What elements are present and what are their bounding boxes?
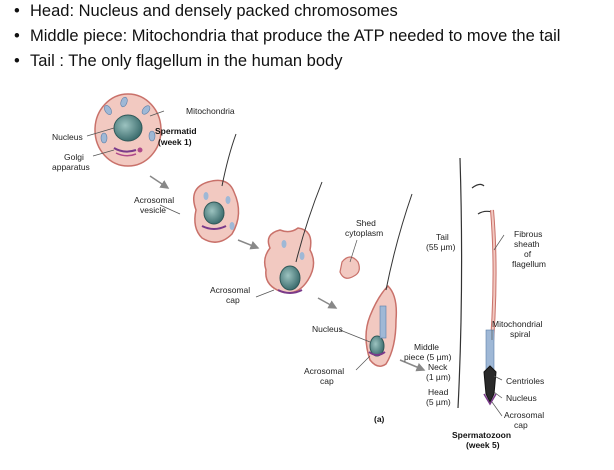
label-golgi: Golgi xyxy=(64,152,84,162)
label-acrosomal-cap-2b: cap xyxy=(320,376,334,386)
label-head-length: (5 µm) xyxy=(426,397,451,407)
label-mitochondria: Mitochondria xyxy=(186,106,235,116)
bullet-text: Tail : The only flagellum in the human b… xyxy=(30,52,343,70)
bullet-middle-piece: • Middle piece: Mitochondria that produce… xyxy=(14,27,560,46)
bullet-dot: • xyxy=(14,27,20,45)
label-spermatid-week: (week 1) xyxy=(158,137,192,147)
label-of: of xyxy=(524,249,532,259)
label-panel-a: (a) xyxy=(374,414,385,424)
label-shed-cytoplasm: cytoplasm xyxy=(345,228,383,238)
label-spermatozoon-week: (week 5) xyxy=(466,440,500,450)
bullet-head: • Head: Nucleus and densely packed chromo… xyxy=(14,2,398,21)
label-nucleus-1: Nucleus xyxy=(52,132,83,142)
stage-arrows xyxy=(149,175,426,372)
label-acrosomal-cap-3: Acrosomal xyxy=(504,410,544,420)
bullet-text: Middle piece: Mitochondria that produce … xyxy=(30,27,561,45)
late-spermatid xyxy=(365,193,413,367)
label-middle-piece: piece (5 µm) xyxy=(404,352,452,362)
label-acrosomal-cap-1b: cap xyxy=(226,295,240,305)
label-nucleus-2: Nucleus xyxy=(312,324,343,334)
label-spermatozoon: Spermatozoon xyxy=(452,430,511,440)
label-tail: Tail xyxy=(436,232,449,242)
label-acrosomal-vesicle-2: vesicle xyxy=(140,205,166,215)
leader-lines xyxy=(86,110,505,417)
early-acrosome-cell xyxy=(193,133,240,243)
label-middle: Middle xyxy=(414,342,439,352)
bullet-tail: • Tail : The only flagellum in the human … xyxy=(14,52,342,71)
label-mitochondrial: Mitochondrial xyxy=(492,319,543,329)
label-neck: Neck xyxy=(428,362,448,372)
bullet-list: • Head: Nucleus and densely packed chromo… xyxy=(0,0,614,80)
spermatid-cell xyxy=(94,93,162,167)
label-acrosomal-cap-2: Acrosomal xyxy=(304,366,344,376)
label-acrosomal-vesicle: Acrosomal xyxy=(134,195,174,205)
bullet-dot: • xyxy=(14,52,20,70)
label-fibrous: Fibrous xyxy=(514,229,542,239)
label-spermatid: Spermatid xyxy=(155,126,197,136)
label-shed: Shed xyxy=(356,218,376,228)
label-spiral: spiral xyxy=(510,329,530,339)
bullet-dot: • xyxy=(14,2,20,20)
label-centrioles: Centrioles xyxy=(506,376,544,386)
label-nucleus-3: Nucleus xyxy=(506,393,537,403)
spermatozoon xyxy=(457,157,497,409)
label-sheath: sheath xyxy=(514,239,540,249)
label-acrosomal-cap-3b: cap xyxy=(514,420,528,430)
bullet-text: Head: Nucleus and densely packed chromos… xyxy=(30,2,398,20)
label-acrosomal-cap-1: Acrosomal xyxy=(210,285,250,295)
label-head: Head xyxy=(428,387,449,397)
label-neck-length: (1 µm) xyxy=(426,372,451,382)
label-golgi-apparatus: apparatus xyxy=(52,162,90,172)
shed-cytoplasm xyxy=(339,256,360,279)
elongating-cell xyxy=(263,181,323,294)
label-tail-length: (55 µm) xyxy=(426,242,456,252)
label-flagellum: flagellum xyxy=(512,259,546,269)
